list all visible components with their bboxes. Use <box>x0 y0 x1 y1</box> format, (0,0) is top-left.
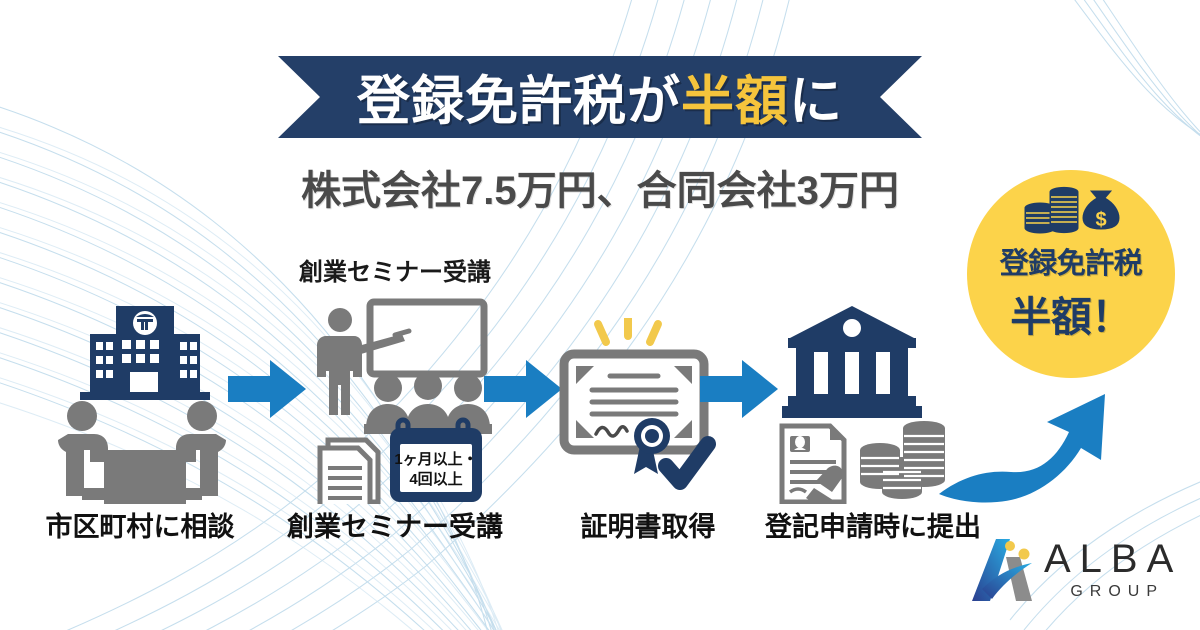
banner-title-before: 登録免許税が <box>357 72 681 131</box>
title-banner: 登録免許税が半額に <box>278 56 922 138</box>
alba-a-mark-icon <box>972 539 1032 601</box>
step-label-2: 創業セミナー受講 <box>287 512 503 542</box>
calendar-badge: 1ヶ月以上・ 4回以上 <box>386 414 496 511</box>
svg-text:$: $ <box>1095 209 1106 231</box>
step-label-1: 市区町村に相談 <box>45 512 235 542</box>
seminar-top-label: 創業セミナー受講 <box>299 259 491 286</box>
stamped-document-icon <box>779 423 847 512</box>
alba-group-logo: ALBA GROUP <box>966 537 1182 603</box>
step-label-3: 証明書取得 <box>580 512 716 542</box>
flow-arrow-1 <box>228 360 306 418</box>
step-4-artwork <box>779 306 945 512</box>
documents-icon <box>317 437 381 513</box>
step-label-4: 登記申請時に提出 <box>765 512 981 542</box>
discount-badge: $ 登録免許税 半額！ <box>967 170 1175 378</box>
banner-title-highlight: 半額 <box>681 72 789 131</box>
calendar-line-1: 1ヶ月以上・ <box>394 451 477 468</box>
banner-title-text: 登録免許税が半額に <box>278 56 922 138</box>
calendar-line-2: 4回以上 <box>409 471 462 488</box>
curved-up-right-arrow-icon <box>939 394 1105 503</box>
calendar-icon: 1ヶ月以上・ 4回以上 <box>390 417 482 502</box>
money-coins-bag-icon: $ <box>1024 186 1120 234</box>
certificate-icon <box>559 349 709 474</box>
logo-subtitle: GROUP <box>1070 583 1164 600</box>
badge-line-2: 半額！ <box>1010 294 1132 340</box>
consultation-meeting-icon <box>58 401 226 504</box>
flow-step-4 <box>772 302 968 512</box>
logo-name: ALBA <box>1044 537 1183 581</box>
flow-arrow-3 <box>700 360 778 418</box>
banner-title-after: に <box>789 72 843 131</box>
sparkle-icon <box>594 314 662 346</box>
badge-line-1: 登録免許税 <box>999 248 1143 280</box>
